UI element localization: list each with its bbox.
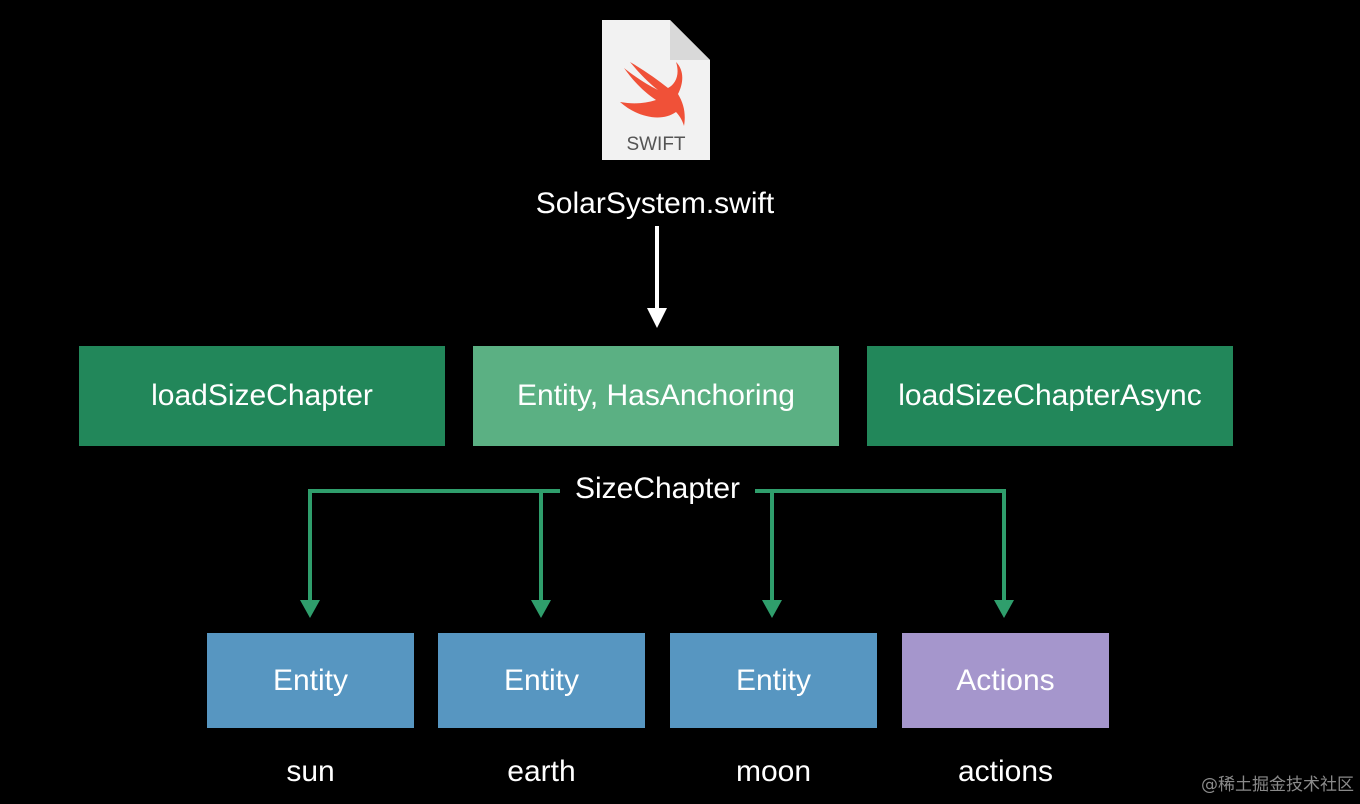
swift-bird-icon (620, 62, 685, 126)
earth-caption: earth (507, 755, 576, 788)
load-size-chapter-label: loadSizeChapter (151, 379, 373, 412)
file-arrow-head (647, 308, 667, 328)
load-size-chapter-async-box: loadSizeChapterAsync (867, 346, 1233, 446)
scene-label: SizeChapter (560, 468, 755, 510)
actions-caption: actions (957, 755, 1054, 788)
sun-entity-box: Entity (207, 633, 414, 728)
actions-type: Actions (956, 663, 1055, 697)
actions-box: Actions (902, 633, 1109, 728)
entity-has-anchoring-label: Entity, HasAnchoring (517, 379, 795, 412)
arrow-to-actions (994, 489, 1014, 618)
moon-caption: moon (735, 755, 812, 788)
file-name: SolarSystem.swift (535, 187, 775, 220)
arrow-to-earth (531, 491, 551, 618)
sun-caption: sun (286, 755, 335, 788)
swift-file-icon: SWIFT (602, 20, 710, 160)
arrow-to-moon (762, 491, 782, 618)
swift-file-label: SWIFT (626, 134, 685, 155)
earth-entity-type: Entity (503, 663, 580, 697)
sun-entity-type: Entity (272, 663, 349, 697)
entity-has-anchoring-box: Entity, HasAnchoring (473, 346, 839, 446)
arrow-to-sun (300, 489, 320, 618)
moon-entity-type: Entity (735, 663, 812, 697)
load-size-chapter-box: loadSizeChapter (79, 346, 445, 446)
load-size-chapter-async-label: loadSizeChapterAsync (898, 379, 1202, 412)
earth-entity-box: Entity (438, 633, 645, 728)
watermark: @稀土掘金技术社区 (1201, 775, 1354, 795)
moon-entity-box: Entity (670, 633, 877, 728)
